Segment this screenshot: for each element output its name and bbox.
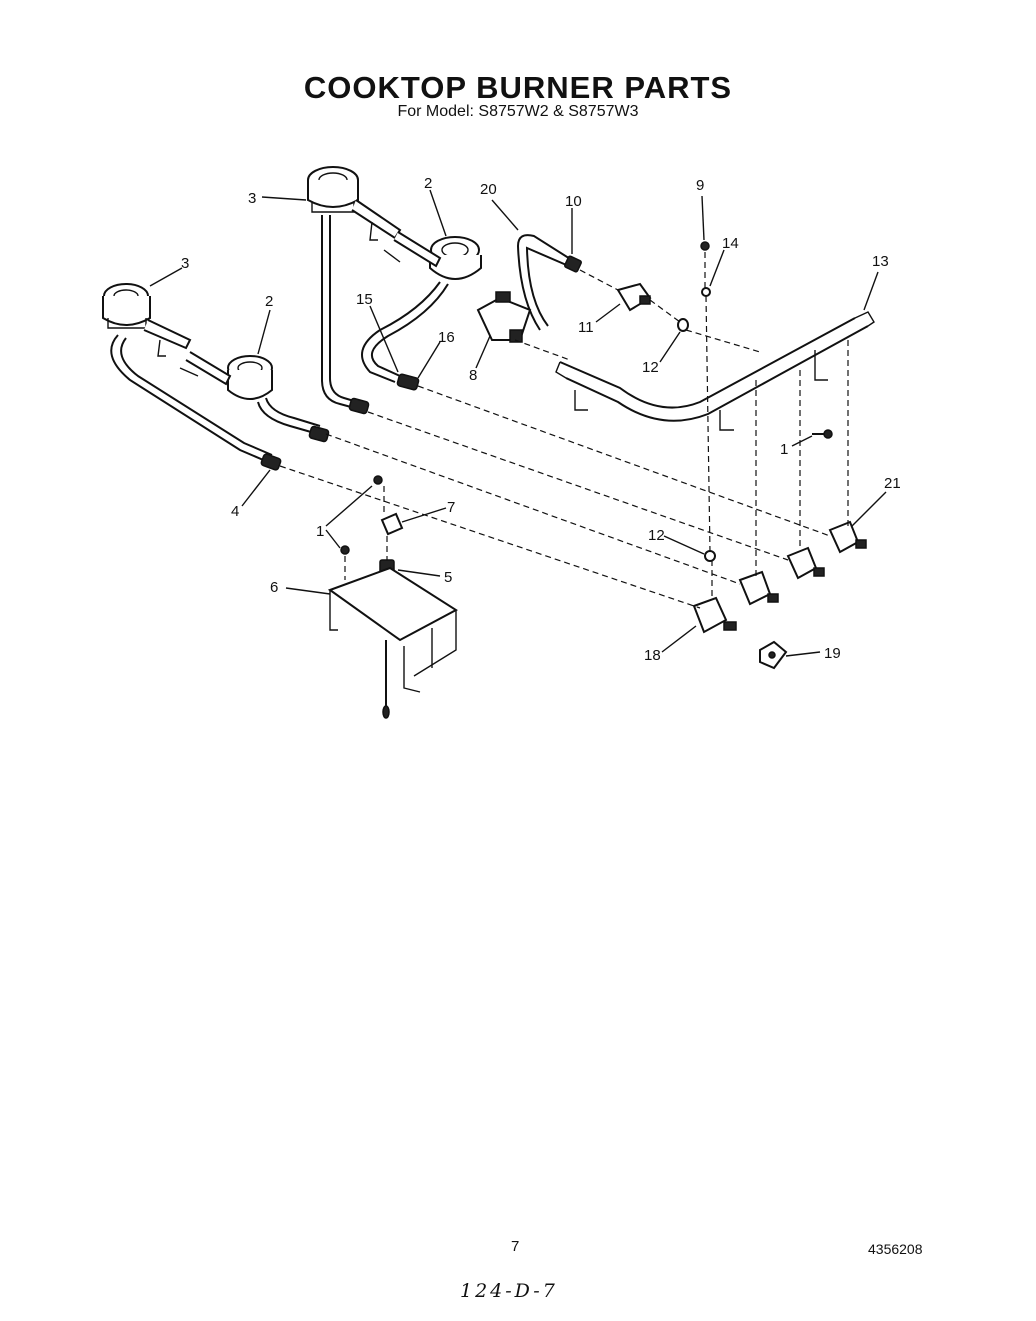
callout-14: 14 xyxy=(722,235,739,252)
callout-13: 13 xyxy=(872,253,889,270)
callout-18: 18 xyxy=(644,647,661,664)
screw-9 xyxy=(700,241,710,251)
front-burner-tube-upper xyxy=(383,231,442,268)
leader-lines xyxy=(149,189,887,657)
rear-burner-supply-tube-lower xyxy=(110,334,282,471)
valve-18 xyxy=(692,596,737,634)
orifice-holder xyxy=(616,282,652,312)
callout-16: 16 xyxy=(438,329,455,346)
callout-8: 8 xyxy=(469,367,477,384)
screw-1-left-top xyxy=(373,475,383,485)
washer-14 xyxy=(701,287,711,297)
front-burner-supply-tube-upper xyxy=(361,281,449,391)
front-burner-head-lower xyxy=(227,355,273,400)
valve-front-right xyxy=(738,570,779,606)
valve-rear-right xyxy=(786,546,825,580)
supply-tube xyxy=(516,234,582,331)
washer-12-lower xyxy=(704,550,716,562)
front-burner-supply-tube-lower xyxy=(257,397,330,443)
callout-6: 6 xyxy=(270,579,278,596)
bracket-6 xyxy=(327,566,458,719)
callout-21: 21 xyxy=(884,475,901,492)
callout-9: 9 xyxy=(696,177,704,194)
front-burner-head-upper xyxy=(429,236,482,280)
callout-5: 5 xyxy=(444,569,452,586)
callout-19: 19 xyxy=(824,645,841,662)
document-number: 4356208 xyxy=(868,1241,923,1257)
valve-21 xyxy=(828,520,867,554)
callout-2-upper: 2 xyxy=(424,175,432,192)
rear-burner-tube-lower xyxy=(143,319,192,357)
callout-15: 15 xyxy=(356,291,373,308)
callout-12-upper: 12 xyxy=(642,359,659,376)
model-subtitle: For Model: S8757W2 & S8757W3 xyxy=(397,103,639,120)
page-number: 7 xyxy=(511,1238,520,1255)
callout-1-right: 1 xyxy=(780,441,788,458)
callout-20: 20 xyxy=(480,181,497,198)
callout-3-upper: 3 xyxy=(248,190,256,207)
callout-7: 7 xyxy=(447,499,455,516)
rear-burner-tube-upper xyxy=(351,199,402,241)
manifold-pipe xyxy=(555,311,875,431)
washer-12-upper xyxy=(677,318,689,332)
rear-burner-supply-tube-upper xyxy=(321,215,370,415)
callout-2-lower: 2 xyxy=(265,293,273,310)
callout-4: 4 xyxy=(231,503,239,520)
screw-1-left-bottom xyxy=(340,545,350,555)
pressure-regulator xyxy=(476,291,532,343)
knob-19 xyxy=(759,640,788,670)
callouts: 3 2 20 10 9 14 3 2 15 16 13 11 12 8 1 21… xyxy=(181,175,901,664)
clip-7 xyxy=(380,512,404,536)
page-title: COOKTOP BURNER PARTS xyxy=(303,70,733,105)
assembly-lines xyxy=(279,252,849,609)
handwritten-note: 124-D-7 xyxy=(460,1280,558,1302)
callout-10: 10 xyxy=(565,193,582,210)
callout-12-lower: 12 xyxy=(648,527,665,544)
screw-1-right xyxy=(812,429,833,439)
callout-1-left: 1 xyxy=(316,523,324,540)
callout-11: 11 xyxy=(578,319,594,336)
rear-burner-head-lower xyxy=(102,283,151,329)
front-burner-tube-lower xyxy=(179,351,232,386)
rear-burner-head-upper xyxy=(307,166,359,213)
callout-3-lower: 3 xyxy=(181,255,189,272)
